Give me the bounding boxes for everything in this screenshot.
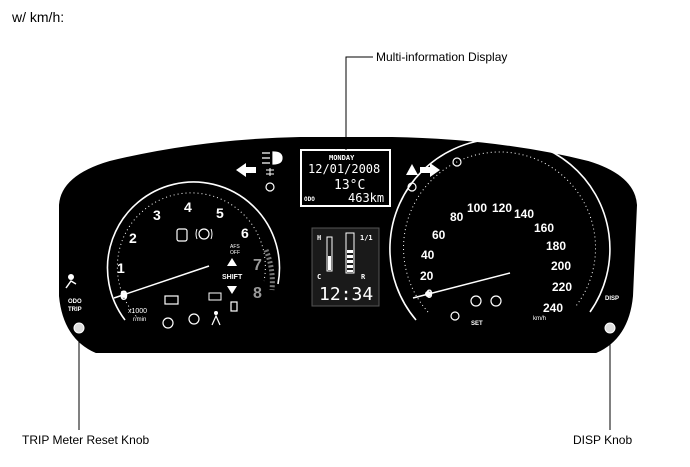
speedo-tick-220: 220 [552, 280, 572, 294]
trip-label: TRIP [68, 307, 82, 313]
speedo-tick-160: 160 [534, 221, 554, 235]
tach-tick-8: 8 [253, 285, 262, 302]
fuel-gauge-full: 1/1 [360, 234, 373, 242]
speedo-tick-60: 60 [432, 228, 446, 242]
disp-knob[interactable] [604, 322, 616, 334]
speedo-pivot [425, 291, 431, 297]
temp-gauge-hot: H [317, 234, 321, 242]
cruise-control-icon [450, 311, 460, 321]
tach-tick-7: 7 [253, 257, 262, 274]
fuel-gauge-bar [345, 232, 355, 274]
master-warning-icon [406, 164, 418, 175]
afs-off-label: OFF [230, 250, 240, 256]
front-fog-icon [265, 182, 275, 192]
brake-warning-icon [195, 228, 213, 240]
tach-tick-2: 2 [129, 230, 137, 246]
speedo-tick-180: 180 [546, 239, 566, 253]
mid-callout-label: Multi-information Display [376, 50, 508, 64]
fuel-gauge-segments [347, 250, 353, 272]
tach-unit-rmin: r/min [133, 317, 146, 323]
speedo-tick-120: 120 [492, 201, 512, 215]
cruise-set-label: SET [471, 321, 483, 327]
seatbelt-reminder-icon [211, 311, 221, 326]
tach-unit-x1000: x1000 [128, 308, 147, 315]
oil-pressure-icon [162, 317, 174, 329]
tach-tick-6: 6 [241, 225, 249, 241]
airbag-warning-icon [68, 274, 74, 280]
engine-check-icon [164, 295, 179, 305]
speedo-outer-arc [389, 138, 611, 321]
mid-odo-value: 463km [348, 191, 384, 205]
speedo-tick-80: 80 [450, 210, 464, 224]
mid-temperature: 13°C [334, 178, 365, 193]
speedo-tick-240: 240 [543, 301, 563, 315]
shift-label: SHIFT [222, 274, 243, 281]
battery-icon [208, 292, 222, 301]
tach-tick-5: 5 [216, 205, 224, 221]
slip-indicator-icon [176, 228, 188, 242]
mid-odo-label: ODO [304, 196, 315, 203]
speedo-tick-40: 40 [421, 248, 435, 262]
fuel-pump-icon [230, 301, 238, 312]
tach-tick-3: 3 [153, 207, 161, 223]
mid-screen [302, 151, 389, 205]
speedo-tick-100: 100 [467, 201, 487, 215]
shift-down-icon [227, 286, 237, 294]
parking-brake-right-icon [490, 295, 502, 307]
turn-signal-left-icon [236, 163, 256, 177]
page-header: w/ km/h: [12, 9, 65, 25]
tach-outer-arc [106, 181, 281, 321]
temp-gauge-bar [326, 236, 333, 272]
temp-gauge-cold: C [317, 273, 321, 281]
shift-up-icon [227, 258, 237, 266]
fuel-gauge-empty: R [361, 273, 366, 281]
tach-tick-4: 4 [184, 199, 192, 215]
mid-leader-line [345, 56, 373, 150]
speedo-tick-20: 20 [420, 269, 434, 283]
odo-label: ODO [68, 299, 82, 305]
clock-display: 12:34 [319, 284, 373, 305]
turn-signal-right-icon [420, 163, 440, 177]
tail-light-icon [266, 168, 274, 176]
trip-meter-reset-knob[interactable] [73, 322, 85, 334]
speedo-tick-200: 200 [551, 259, 571, 273]
trip-knob-callout-label: TRIP Meter Reset Knob [22, 433, 150, 447]
rear-fog-icon [407, 182, 417, 192]
tach-pivot [121, 292, 127, 298]
speedo-unit: km/h [533, 316, 546, 322]
tach-tick-1: 1 [117, 260, 125, 276]
disp-label: DISP [605, 296, 619, 302]
cruise-indicator-icon [452, 157, 462, 167]
parking-brake-icon [188, 313, 200, 325]
disp-knob-callout-label: DISP Knob [573, 433, 633, 447]
tach-redzone [263, 249, 275, 291]
mid-date: 12/01/2008 [308, 162, 380, 176]
speedo-tick-140: 140 [514, 207, 534, 221]
speedo-inner-arc [403, 151, 597, 313]
tach-needle [113, 265, 210, 299]
afs-label: AFS [230, 244, 240, 250]
temp-gauge-fill [328, 256, 331, 270]
brake-warning-right-icon [470, 295, 482, 307]
high-beam-icon [262, 151, 283, 165]
airbag-warning-body [65, 280, 77, 289]
mid-day: MONDAY [329, 154, 355, 162]
